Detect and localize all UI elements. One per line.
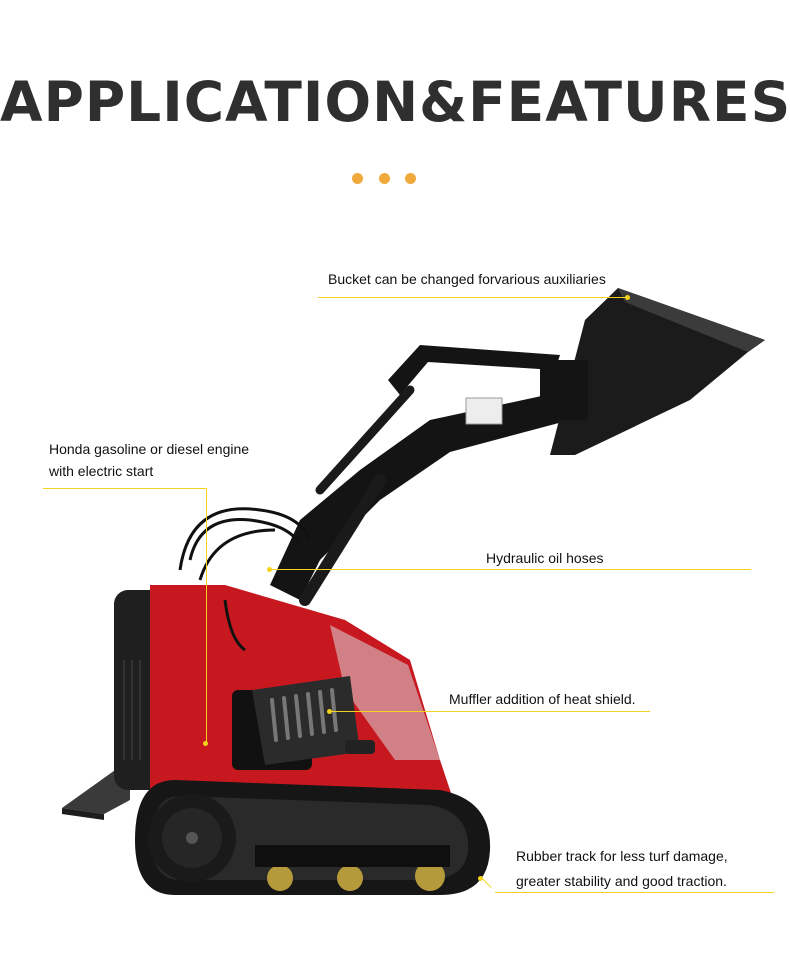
muffler-heat-shield	[252, 676, 360, 765]
road-wheel-3	[415, 861, 445, 891]
bucket-leader-dot	[625, 295, 630, 300]
engine-cover-vents	[123, 660, 141, 760]
bucket-leader-line	[318, 297, 628, 298]
rear-step-edge	[62, 808, 104, 820]
track-frame	[255, 845, 450, 867]
feature-hoses-line-1: Hydraulic oil hoses	[486, 550, 604, 566]
upper-link	[388, 345, 560, 395]
feature-track-line-1: Rubber track for less turf damage,	[516, 848, 728, 864]
feature-bucket-label: Bucket can be changed forvarious auxilia…	[328, 268, 606, 290]
muffler-leader-line	[330, 711, 650, 712]
engine-leader-drop	[206, 488, 207, 743]
decorative-dots	[352, 173, 422, 185]
road-wheel-2	[337, 865, 363, 891]
feature-track-line-2: greater stability and good traction.	[516, 873, 727, 889]
feature-bucket-line-1: Bucket can be changed forvarious auxilia…	[328, 271, 606, 287]
feature-engine-line-1: Honda gasoline or diesel engine	[49, 441, 250, 457]
warning-decal	[465, 397, 503, 425]
feature-engine-line-2: with electric start	[49, 463, 154, 479]
heat-shield-slots	[270, 688, 338, 742]
feature-hoses-label: Hydraulic oil hoses	[486, 547, 604, 569]
road-wheel-1	[267, 865, 293, 891]
hydraulic-hoses	[178, 507, 312, 652]
dot-3	[405, 173, 416, 184]
engine-leader-dot	[203, 741, 208, 746]
hoses-leader-line	[270, 569, 751, 570]
tilt-cylinder	[315, 385, 415, 495]
dot-2	[379, 173, 390, 184]
hoses-leader-dot	[267, 567, 272, 572]
muffler-pipe	[345, 740, 375, 754]
track-leader-dot	[478, 876, 483, 881]
bucket-cutting-edge	[618, 288, 765, 352]
track-leader-line	[495, 892, 774, 893]
feature-engine-label: Honda gasoline or diesel engine with ele…	[49, 438, 249, 482]
lift-cylinder	[299, 474, 386, 606]
feature-muffler-label: Muffler addition of heat shield.	[449, 688, 636, 710]
feature-track-label: Rubber track for less turf damage, great…	[516, 845, 728, 892]
quick-attach-plate	[540, 360, 588, 420]
dot-1	[352, 173, 363, 184]
steel-side-panel	[330, 625, 440, 760]
page-title: APPLICATION&FEATURES	[0, 70, 790, 134]
engine-leader-line	[43, 488, 206, 489]
feature-muffler-line-1: Muffler addition of heat shield.	[449, 691, 636, 707]
rear-step-platform	[62, 768, 130, 814]
muffler-leader-dot	[327, 709, 332, 714]
